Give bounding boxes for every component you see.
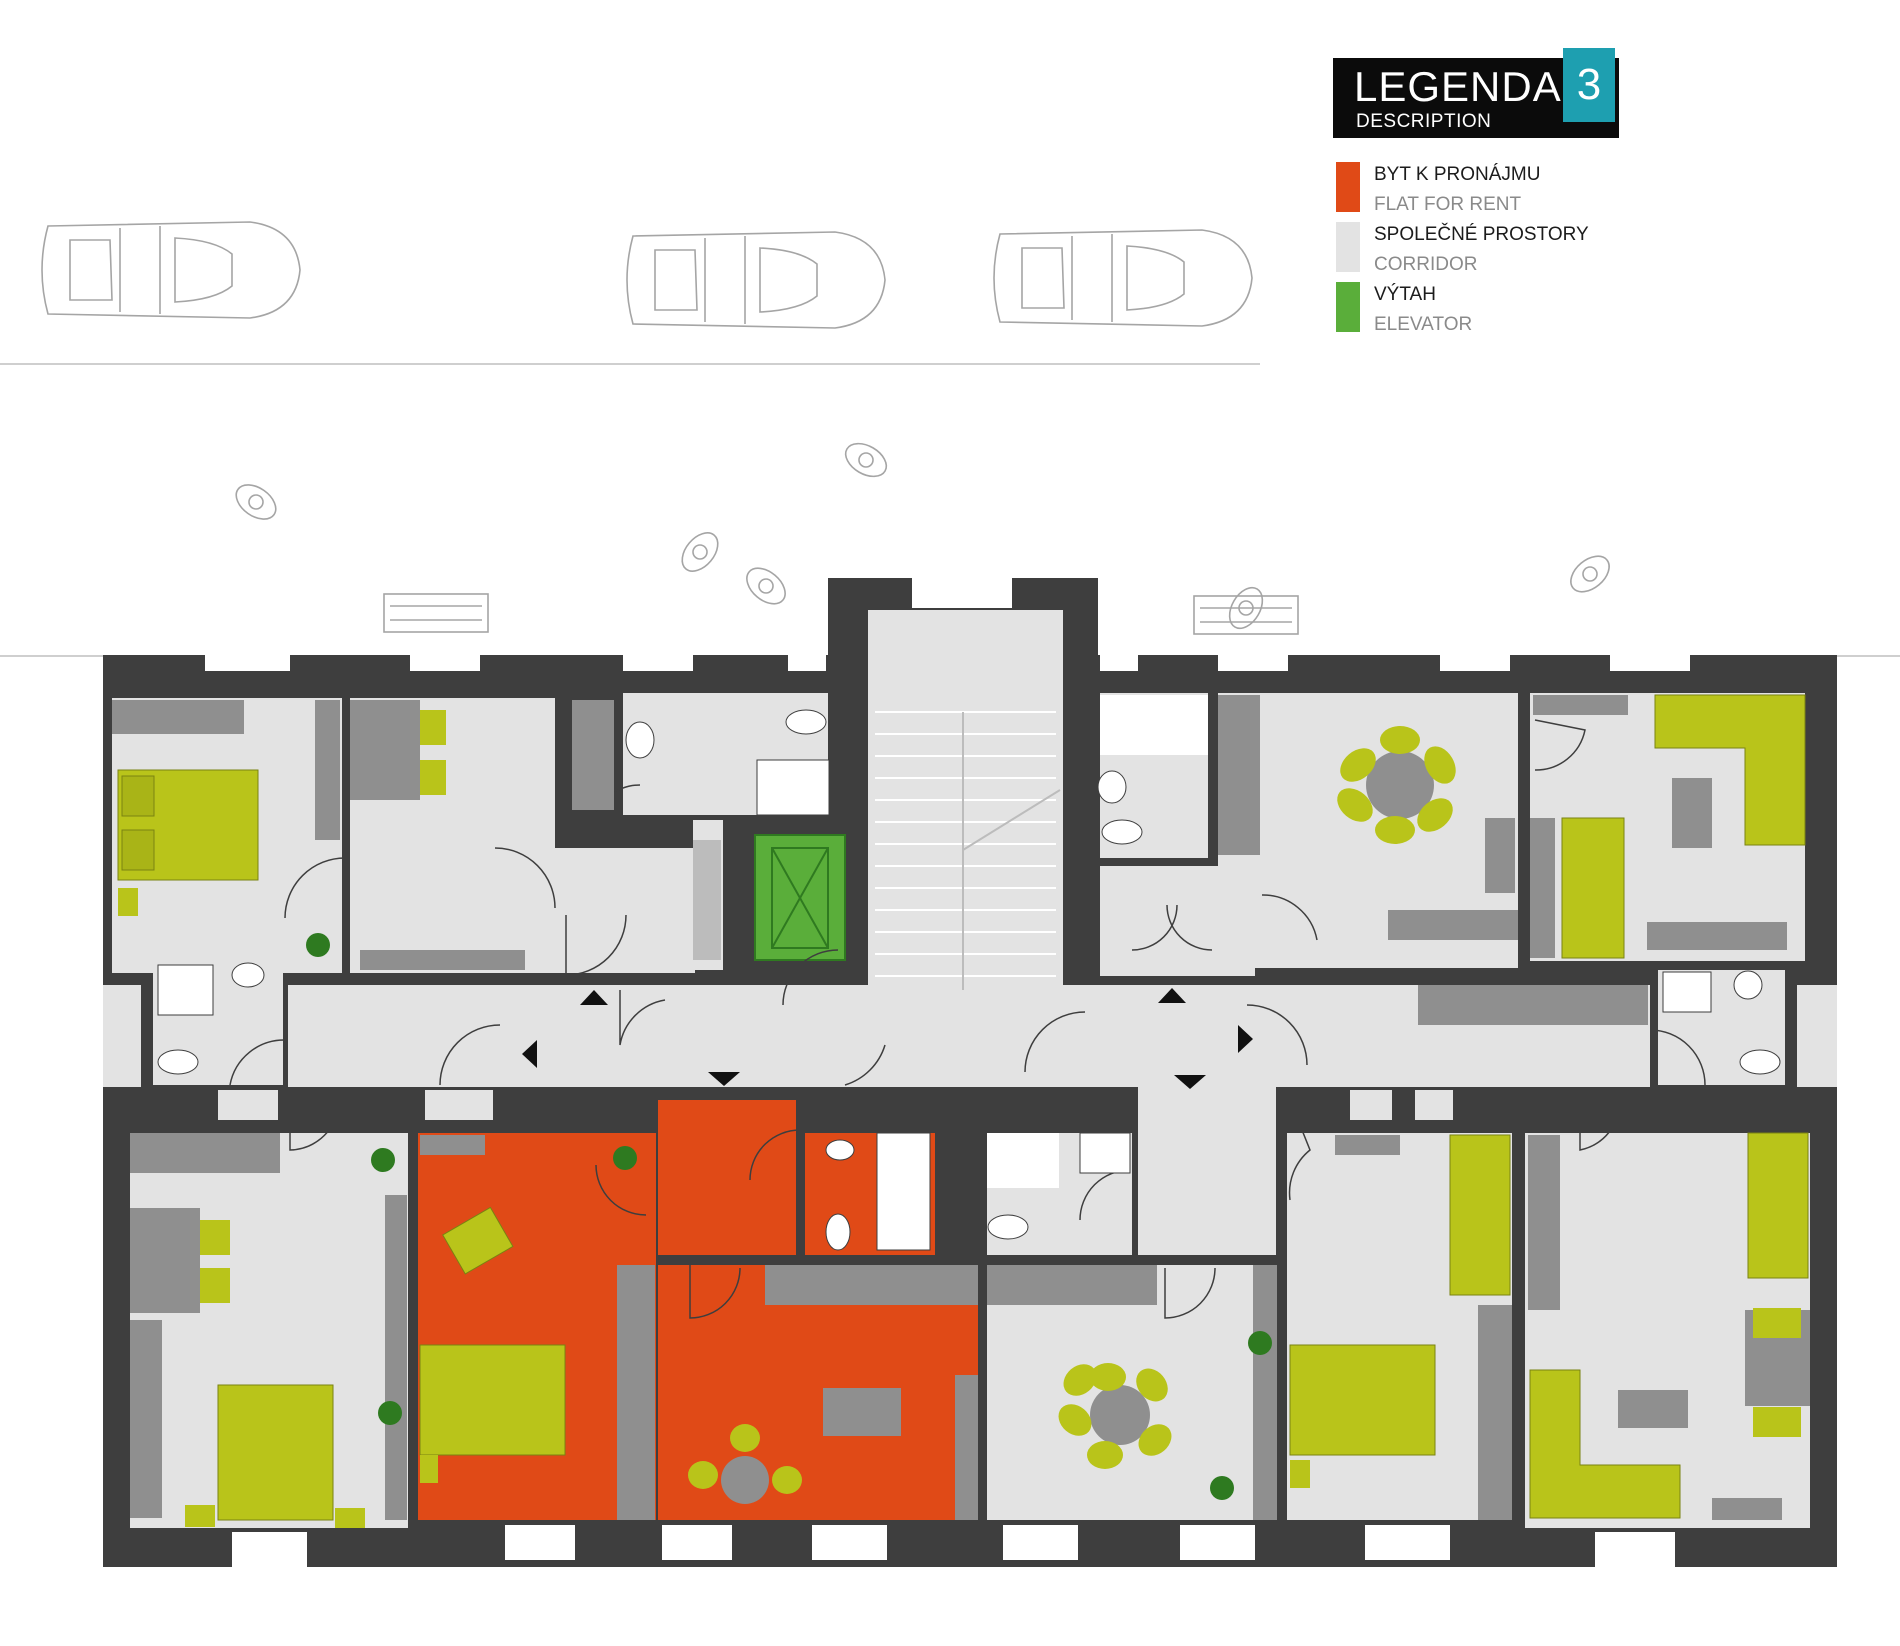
legend-title: LEGENDA (1354, 63, 1562, 110)
flat-for-rent-hall (658, 1100, 796, 1255)
room-shaft-lower (940, 1133, 980, 1255)
legend-items: BYT K PRONÁJMU FLAT FOR RENT SPOLEČNÉ PR… (1336, 162, 1656, 342)
room-hall-upper (555, 848, 695, 973)
legend-item-corridor: SPOLEČNÉ PROSTORY CORRIDOR (1336, 222, 1656, 282)
person-icon (681, 532, 719, 572)
room-hall-lower-mid (1138, 1100, 1276, 1255)
legend-label-cz: BYT K PRONÁJMU (1374, 164, 1541, 185)
car-icon (41, 221, 301, 319)
furniture (112, 694, 1810, 1528)
car-icon (993, 229, 1253, 327)
legend: LEGENDA DESCRIPTION 3 BYT K PRONÁJMU FLA… (1333, 48, 1663, 335)
legend-label-cz: SPOLEČNÉ PROSTORY (1374, 224, 1589, 245)
stairs (875, 711, 1061, 990)
legend-swatch-orange (1336, 162, 1360, 212)
doors (229, 719, 1706, 1319)
legend-label-cz: VÝTAH (1374, 284, 1436, 305)
person-icon (1228, 586, 1264, 630)
person-icon (1570, 555, 1610, 593)
bench-icon (1193, 595, 1299, 635)
windows-bottom (232, 1525, 1675, 1567)
corridor-left-end (103, 985, 141, 1087)
legend-subtitle: DESCRIPTION (1356, 111, 1492, 132)
person-icon (844, 442, 888, 478)
person-icon (235, 484, 277, 520)
elevator-cross (771, 847, 829, 949)
floor-number-badge: 3 (1563, 48, 1615, 122)
bench-icon (383, 593, 489, 633)
plant-icon (306, 933, 1272, 1500)
exit-arrows (522, 988, 1253, 1089)
legend-label-en: ELEVATOR (1374, 314, 1473, 335)
legend-swatch-gray (1336, 222, 1360, 272)
legend-label-en: FLAT FOR RENT (1374, 194, 1522, 215)
car-icon (626, 231, 886, 329)
person-icon (746, 567, 786, 605)
legend-item-flat-for-rent: BYT K PRONÁJMU FLAT FOR RENT (1336, 162, 1656, 222)
legend-swatch-green (1336, 282, 1360, 332)
windows-top (205, 578, 1690, 671)
corridor-right-end (1797, 985, 1837, 1087)
legend-label-en: CORRIDOR (1374, 254, 1478, 275)
legend-item-elevator: VÝTAH ELEVATOR (1336, 282, 1656, 342)
door-openings (218, 1087, 1453, 1120)
legend-header: LEGENDA DESCRIPTION 3 (1333, 48, 1619, 138)
